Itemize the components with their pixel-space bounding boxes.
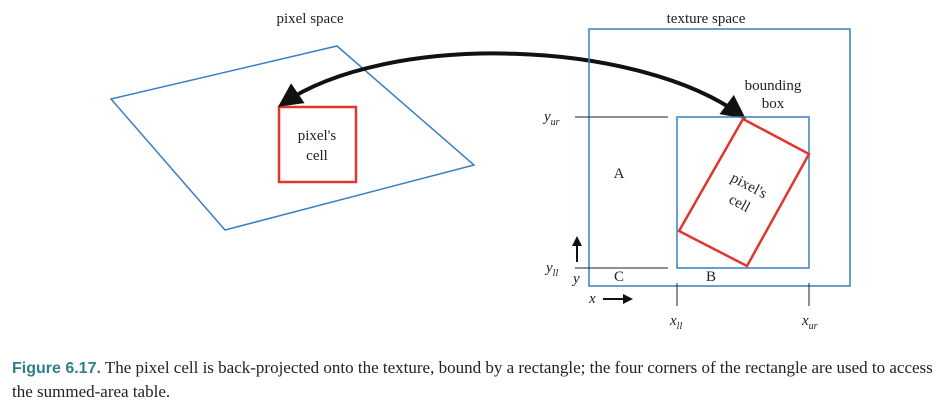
y-ur-label: yur [542, 109, 560, 128]
pixel-cell-label-line2: cell [306, 148, 328, 164]
figure-number: Figure 6.17. [12, 360, 101, 377]
pixel-space-label: pixel space [276, 11, 343, 27]
pixel-cell-label-line1: pixel's [298, 128, 337, 144]
region-b-label: B [706, 269, 716, 285]
region-a-label: A [614, 166, 625, 182]
pixel-space-plane [109, 45, 476, 231]
caption-text: The pixel cell is back-projected onto th… [12, 358, 933, 401]
projected-cell-label-line2: cell [726, 192, 753, 216]
bounding-box-label-line1: bounding [745, 78, 802, 94]
y-ll-label: yll [544, 260, 558, 279]
y-axis-label: y [571, 271, 580, 287]
figure-caption: Figure 6.17. The pixel cell is back-proj… [12, 356, 940, 403]
x-ll-label: xll [669, 313, 682, 330]
bounding-box [676, 116, 810, 269]
diagram: pixel space pixel's cell texture space b… [109, 11, 851, 330]
x-ur-label: xur [801, 313, 818, 330]
texture-space-frame [588, 28, 851, 287]
region-c-label: C [614, 269, 624, 285]
pixel-cell-square [277, 105, 358, 184]
x-axis-label: x [588, 291, 596, 307]
texture-space-label: texture space [667, 11, 746, 27]
bounding-box-label-line2: box [762, 96, 785, 112]
projected-cell [677, 117, 811, 268]
back-projection-arrow [278, 51, 746, 119]
